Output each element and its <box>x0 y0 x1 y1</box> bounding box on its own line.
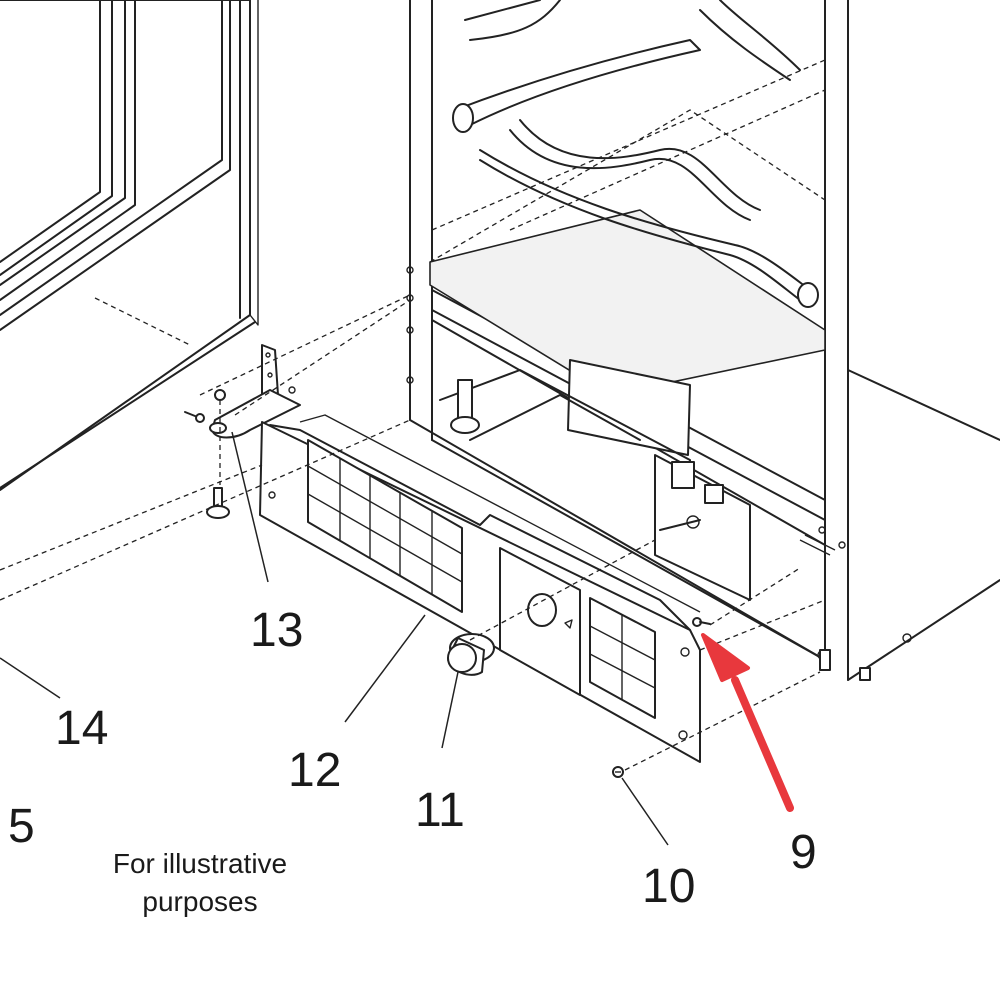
callout-12: 12 <box>288 744 341 797</box>
screw-10 <box>612 766 624 778</box>
callout-5: 5 <box>8 800 35 853</box>
door-frame <box>0 0 259 491</box>
alignment-lines <box>0 294 826 771</box>
hinge-bracket <box>184 344 301 519</box>
caption-line-2: purposes <box>142 886 257 917</box>
callout-13: 13 <box>250 604 303 657</box>
callout-11: 11 <box>415 784 465 837</box>
cabinet-body <box>406 0 1000 681</box>
control-knob <box>447 633 495 676</box>
caption-line-1: For illustrative <box>113 848 287 879</box>
callout-14: 14 <box>55 702 108 755</box>
leader-lines <box>0 431 669 846</box>
highlight-arrow <box>701 633 794 812</box>
callout-9: 9 <box>790 826 817 879</box>
kickplate-grille <box>259 414 701 763</box>
callout-10: 10 <box>642 860 695 913</box>
screw-9 <box>692 617 711 627</box>
